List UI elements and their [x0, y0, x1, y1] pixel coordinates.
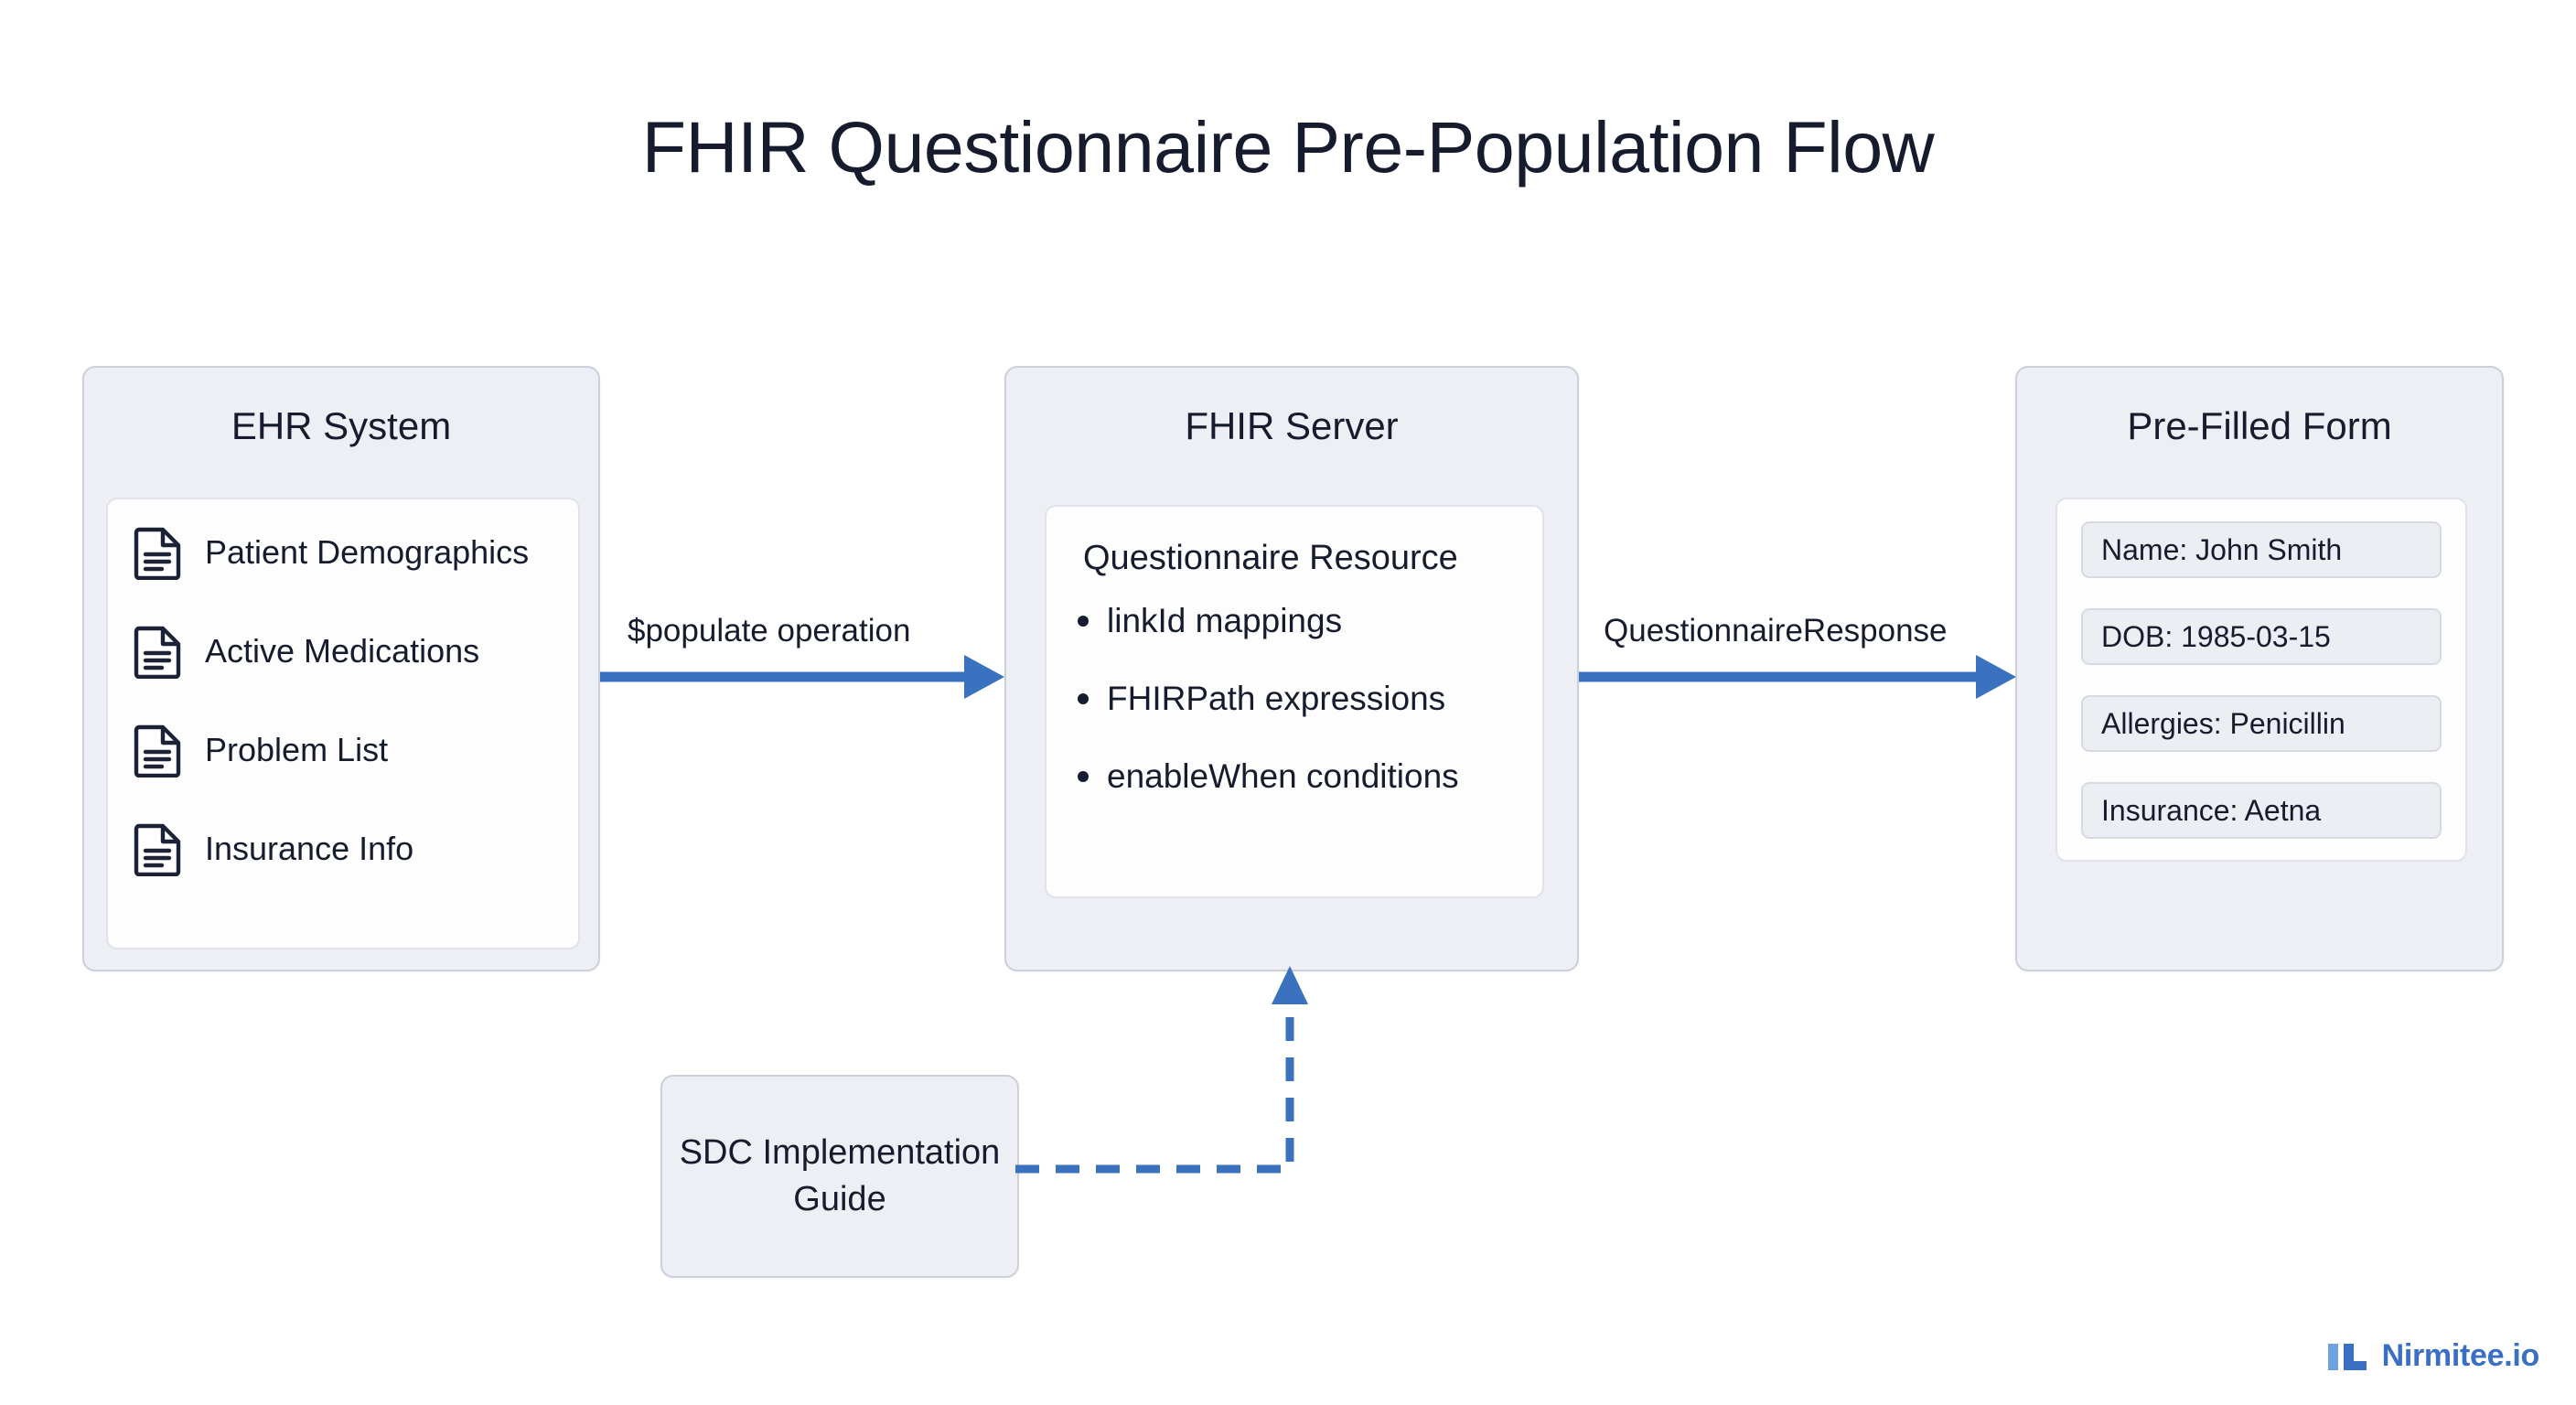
node-ehr-system-title: EHR System — [231, 404, 452, 447]
node-fhir-server-title: FHIR Server — [1185, 404, 1399, 447]
document-icon — [134, 626, 181, 679]
form-field-name[interactable]: Name: John Smith — [2081, 521, 2442, 578]
document-icon — [134, 527, 181, 580]
list-item-label: Insurance Info — [205, 830, 414, 867]
form-field-insurance[interactable]: Insurance: Aetna — [2081, 782, 2442, 839]
arrow-ehr-to-fhir — [600, 655, 1004, 699]
list-item-label: Problem List — [205, 731, 389, 768]
form-field-dob[interactable]: DOB: 1985-03-15 — [2081, 608, 2442, 665]
arrow-fhir-to-form — [1579, 655, 2016, 699]
node-sdc-implementation-guide-label: SDC Implementation Guide — [679, 1132, 1001, 1218]
questionnaire-resource-panel: Questionnaire Resource linkId mappings F… — [1045, 505, 1544, 898]
questionnaire-resource-bullets: linkId mappings FHIRPath expressions ena… — [1046, 604, 1542, 793]
node-ehr-system[interactable]: EHR System Patient Demographics Active M… — [82, 366, 600, 971]
edge-label-questionnaire-response: QuestionnaireResponse — [1604, 613, 1948, 649]
list-item-label: Active Medications — [205, 632, 480, 670]
arrow-sdc-to-fhir — [1015, 966, 1308, 1174]
list-item: linkId mappings — [1078, 604, 1542, 638]
node-fhir-server[interactable]: FHIR Server Questionnaire Resource linkI… — [1004, 366, 1579, 971]
list-item[interactable]: Insurance Info — [134, 821, 578, 876]
list-item-label: Patient Demographics — [205, 533, 530, 571]
questionnaire-resource-title: Questionnaire Resource — [1083, 539, 1458, 577]
nirmitee-logo-icon — [2327, 1344, 2367, 1370]
form-field-allergies[interactable]: Allergies: Penicillin — [2081, 695, 2442, 752]
document-icon — [134, 724, 181, 778]
page-title: FHIR Questionnaire Pre-Population Flow — [641, 106, 1935, 188]
node-sdc-implementation-guide[interactable]: SDC Implementation Guide — [660, 1075, 1019, 1278]
document-icon — [134, 823, 181, 876]
node-pre-filled-form[interactable]: Pre-Filled Form Name: John Smith DOB: 19… — [2015, 366, 2504, 971]
edge-label-populate-operation: $populate operation — [628, 613, 911, 649]
list-item[interactable]: Patient Demographics — [134, 525, 578, 580]
list-item[interactable]: Problem List — [134, 723, 578, 778]
ehr-items-panel: Patient Demographics Active Medications … — [106, 498, 580, 949]
footer-brand[interactable]: Nirmitee.io — [2327, 1332, 2539, 1379]
footer-brand-text: Nirmitee.io — [2381, 1338, 2540, 1373]
list-item: FHIRPath expressions — [1078, 681, 1542, 715]
form-fields-panel: Name: John Smith DOB: 1985-03-15 Allergi… — [2055, 498, 2467, 862]
node-pre-filled-form-title: Pre-Filled Form — [2127, 404, 2392, 447]
list-item[interactable]: Active Medications — [134, 624, 578, 679]
list-item: enableWhen conditions — [1078, 759, 1542, 793]
